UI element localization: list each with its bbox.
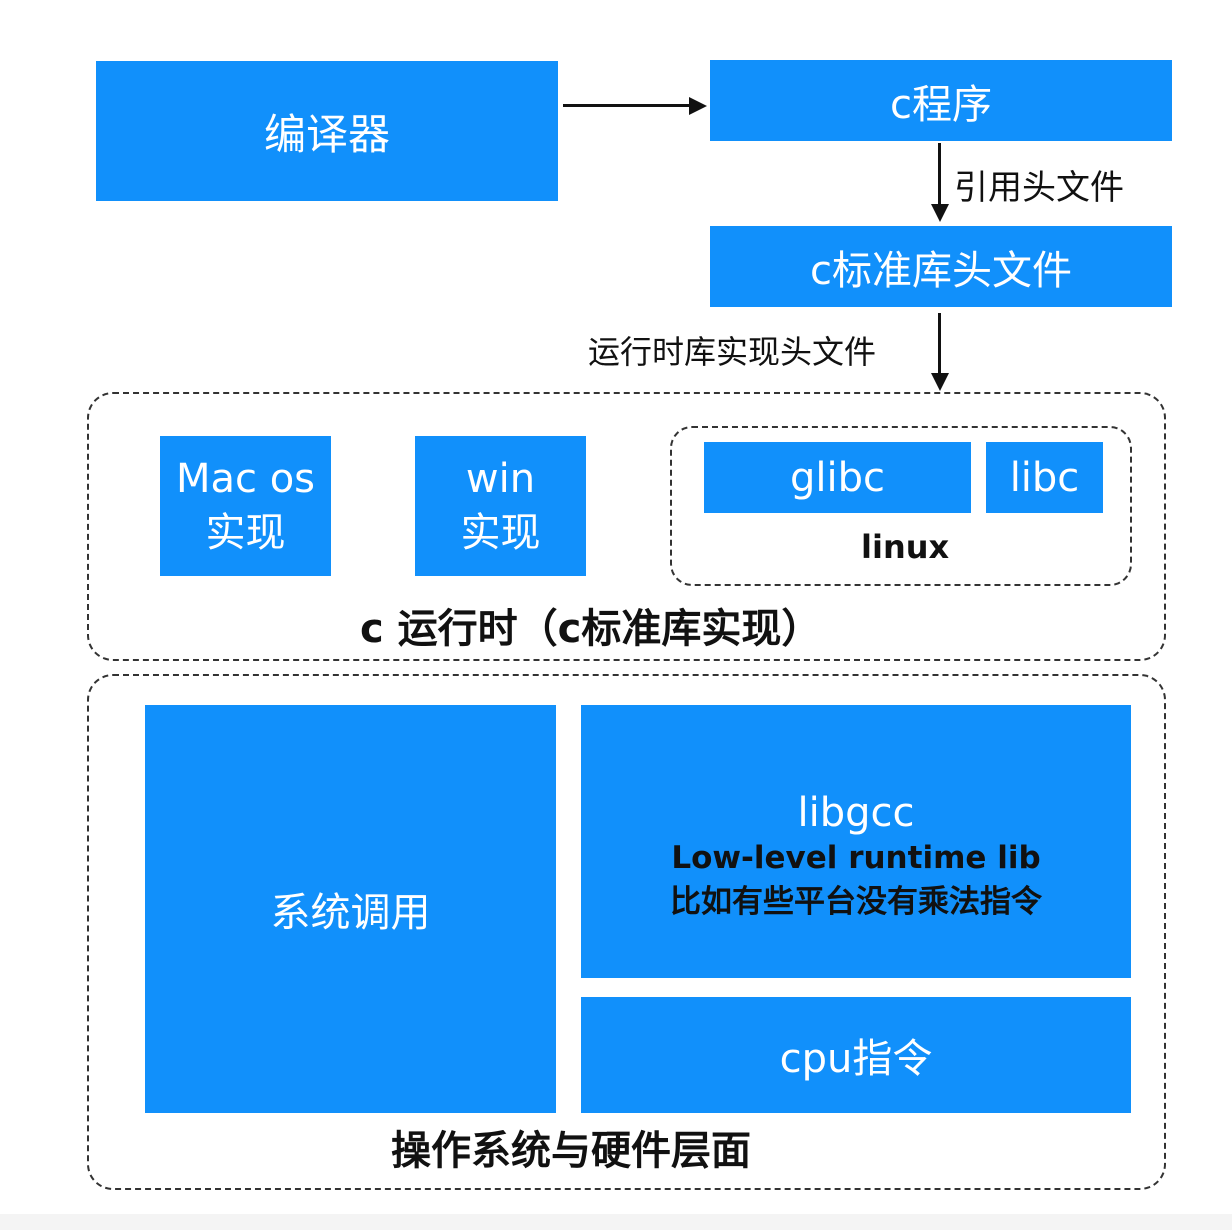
c-std-headers-label: c标准库头文件 (810, 247, 1072, 294)
win-impl-label: 实现 (460, 510, 541, 556)
arrow-headers-to-runtime (938, 313, 941, 373)
cpu-instruction-label: cpu指令 (779, 1036, 933, 1082)
c-std-headers-box: c标准库头文件 (710, 226, 1172, 307)
c-runtime-container (87, 392, 1166, 661)
c-program-box: c程序 (710, 60, 1172, 141)
syscall-box: 系统调用 (145, 705, 556, 1113)
arrow-head-right (689, 97, 707, 115)
bottom-strip (0, 1214, 1232, 1230)
arrow-head-down (931, 204, 949, 222)
libgcc-desc: Low-level runtime lib (671, 840, 1041, 877)
mac-impl-label: 实现 (205, 510, 286, 556)
mac-os-impl-box: Mac os 实现 (160, 436, 331, 576)
compiler-box: 编译器 (96, 61, 558, 201)
arrow-compiler-to-program (563, 104, 691, 107)
libgcc-title: libgcc (797, 790, 915, 837)
os-hardware-title: 操作系统与硬件层面 (391, 1128, 751, 1174)
arrow-head-down (931, 373, 949, 391)
glibc-box: glibc (704, 442, 971, 513)
glibc-label: glibc (790, 454, 885, 501)
linux-label: linux (861, 528, 950, 566)
compiler-label: 编译器 (263, 109, 390, 159)
libc-box: libc (986, 442, 1103, 513)
arrow-program-to-headers (938, 143, 941, 205)
win-impl-box: win 实现 (415, 436, 586, 576)
include-headers-label: 引用头文件 (954, 168, 1124, 208)
win-label: win (465, 456, 536, 502)
syscall-label: 系统调用 (270, 890, 431, 936)
libgcc-box: libgcc Low-level runtime lib 比如有些平台没有乘法指… (581, 705, 1131, 978)
libc-label: libc (1009, 454, 1080, 501)
cpu-instruction-box: cpu指令 (581, 997, 1131, 1113)
os-hardware-container (87, 674, 1166, 1190)
c-runtime-title: c 运行时（c标准库实现） (360, 606, 822, 652)
c-program-label: c程序 (890, 81, 992, 128)
linux-container (670, 426, 1132, 586)
mac-os-label: Mac os (175, 456, 316, 502)
libgcc-note: 比如有些平台没有乘法指令 (670, 883, 1042, 920)
runtime-impl-label: 运行时库实现头文件 (588, 333, 877, 371)
